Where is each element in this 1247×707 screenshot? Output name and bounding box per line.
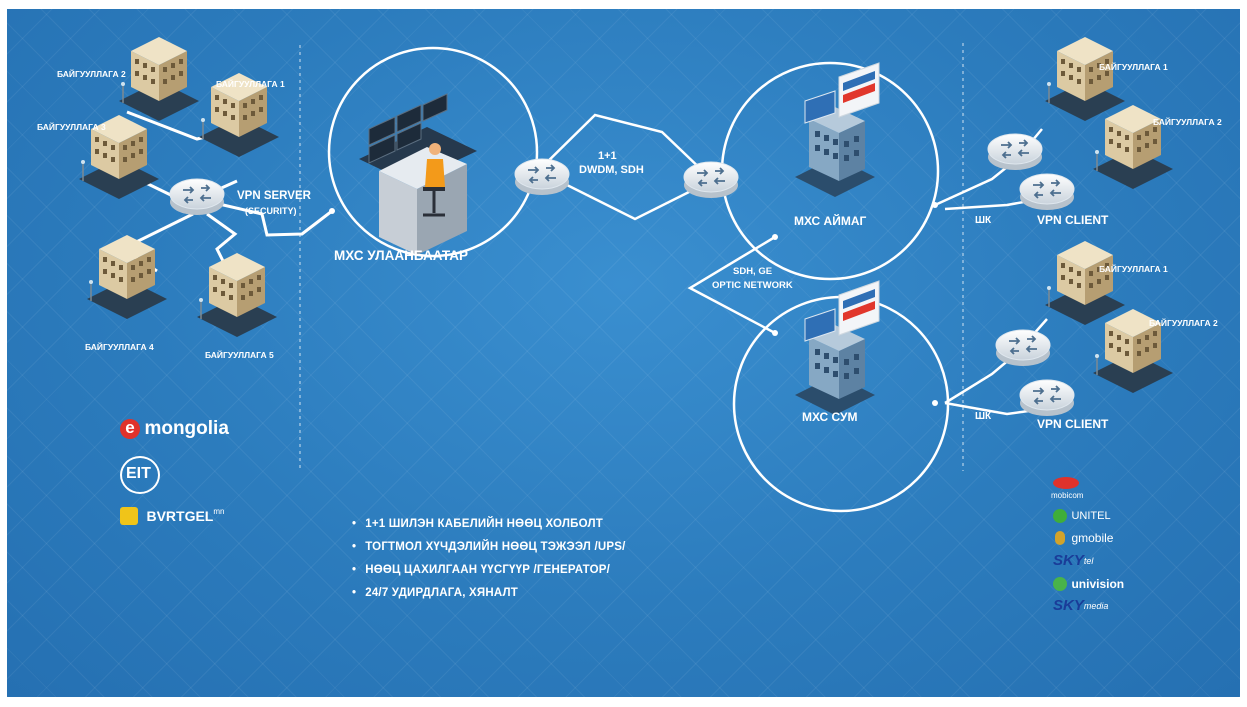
label-shk-bottom: ШК xyxy=(975,411,992,422)
eit-logo: EIT xyxy=(120,456,160,494)
label-link-1plus1: 1+1 xyxy=(598,150,617,162)
feature-item: 24/7 УДИРДЛАГА, ХЯНАЛТ xyxy=(352,582,625,605)
label-org5-left: БАЙГУУЛЛАГА 5 xyxy=(205,349,274,360)
control-center-icon xyxy=(359,93,477,255)
gmobile-logo: gmobile xyxy=(1047,527,1147,549)
label-org1-right-top: БАЙГУУЛЛАГА 1 xyxy=(1099,61,1168,72)
label-shk-top: ШК xyxy=(975,215,992,226)
mobicom-mark-icon xyxy=(1053,477,1079,489)
unitel-mark-icon xyxy=(1053,509,1067,523)
building-org2-left xyxy=(118,36,200,122)
burtgel-seal-icon xyxy=(120,507,138,526)
unitel-logo: UNITEL xyxy=(1047,505,1147,527)
label-org1-left: БАЙГУУЛЛАГА 1 xyxy=(216,78,285,89)
feature-item: НӨӨЦ ЦАХИЛГААН ҮҮСГҮҮР /ГЕНЕРАТОР/ xyxy=(352,559,625,582)
router-ub xyxy=(514,158,570,196)
network-diagram: БАЙГУУЛЛАГА 2 БАЙГУУЛЛАГА 1 БАЙГУУЛЛАГА … xyxy=(7,9,1240,697)
burtgel-sup: mn xyxy=(213,507,225,516)
label-vpn-client-bottom: VPN CLIENT xyxy=(1037,417,1109,431)
label-security: (SECURITY) xyxy=(245,206,297,216)
burtgel-text: BVRTGEL xyxy=(146,508,214,525)
router-client-top-1 xyxy=(987,133,1043,171)
label-org3-left: БАЙГУУЛЛАГА 3 xyxy=(37,121,106,132)
mobicom-logo: mobicom xyxy=(1047,475,1147,505)
label-org2-right-bottom: БАЙГУУЛЛАГА 2 xyxy=(1149,317,1218,328)
label-mxc-ub: МХС УЛААНБААТАР xyxy=(334,248,468,263)
router-client-bottom-1 xyxy=(995,329,1051,367)
unitel-text: UNITEL xyxy=(1071,510,1111,522)
mobicom-text: mobicom xyxy=(1051,491,1084,500)
building-org4-left xyxy=(86,234,168,320)
router-aimag xyxy=(683,161,739,199)
label-org4-left: БАЙГУУЛЛАГА 4 xyxy=(85,341,154,352)
label-org2-right-top: БАЙГУУЛЛАГА 2 xyxy=(1153,116,1222,127)
feature-item: 1+1 ШИЛЭН КАБЕЛИЙН НӨӨЦ ХОЛБОЛТ xyxy=(352,513,625,536)
skymedia-text: SKY xyxy=(1053,597,1084,614)
label-org1-right-bottom: БАЙГУУЛЛАГА 1 xyxy=(1099,263,1168,274)
eit-text: EIT xyxy=(126,465,151,482)
univision-logo: univision xyxy=(1047,573,1147,595)
router-client-top-2 xyxy=(1019,173,1075,211)
skymedia-logo: SKYmedia xyxy=(1053,595,1147,617)
router-vpn-server xyxy=(169,178,225,216)
label-org2-left: БАЙГУУЛЛАГА 2 xyxy=(57,68,126,79)
feature-list: 1+1 ШИЛЭН КАБЕЛИЙН НӨӨЦ ХОЛБОЛТ ТОГТМОЛ … xyxy=(352,513,625,605)
label-optic-network: OPTIC NETWORK xyxy=(712,280,793,291)
building-org1-right-top xyxy=(1044,36,1126,122)
skytel-logo: SKYtel xyxy=(1053,549,1147,573)
skymedia-sub: media xyxy=(1083,601,1109,611)
diagram-canvas: БАЙГУУЛЛАГА 2 БАЙГУУЛЛАГА 1 БАЙГУУЛЛАГА … xyxy=(37,36,1222,513)
city-aimag-building xyxy=(794,62,880,198)
gmobile-text: gmobile xyxy=(1071,531,1114,545)
router-client-bottom-2 xyxy=(1019,379,1075,417)
skytel-text: SKY xyxy=(1053,552,1084,569)
emongolia-logo: e mongolia xyxy=(120,418,229,440)
feature-item: ТОГТМОЛ ХҮЧДЭЛИЙН НӨӨЦ ТЭЖЭЭЛ /UPS/ xyxy=(352,536,625,559)
label-vpn-client-top: VPN CLIENT xyxy=(1037,213,1109,227)
univision-text: univision xyxy=(1071,577,1125,591)
skytel-sub: tel xyxy=(1083,556,1094,566)
label-mxc-sum: МХС СУМ xyxy=(802,410,858,424)
backbone-links xyxy=(327,46,1058,513)
gmobile-mark-icon xyxy=(1055,531,1065,545)
operator-logos: mobicom UNITEL gmobile SKYtel univision … xyxy=(1047,475,1147,617)
building-org1-right-bottom xyxy=(1044,240,1126,326)
label-vpn-server: VPN SERVER xyxy=(237,190,312,202)
emongolia-e-icon: e xyxy=(120,419,140,439)
building-org5-left xyxy=(196,252,278,338)
univision-mark-icon xyxy=(1053,577,1067,591)
label-link-dwdm: DWDM, SDH xyxy=(579,164,644,176)
label-mxc-aimag: МХС АЙМАГ xyxy=(794,213,866,228)
label-sdh-ge: SDH, GE xyxy=(733,266,772,277)
emongolia-text: mongolia xyxy=(144,418,229,439)
burtgel-logo: BVRTGELmn xyxy=(120,507,225,526)
